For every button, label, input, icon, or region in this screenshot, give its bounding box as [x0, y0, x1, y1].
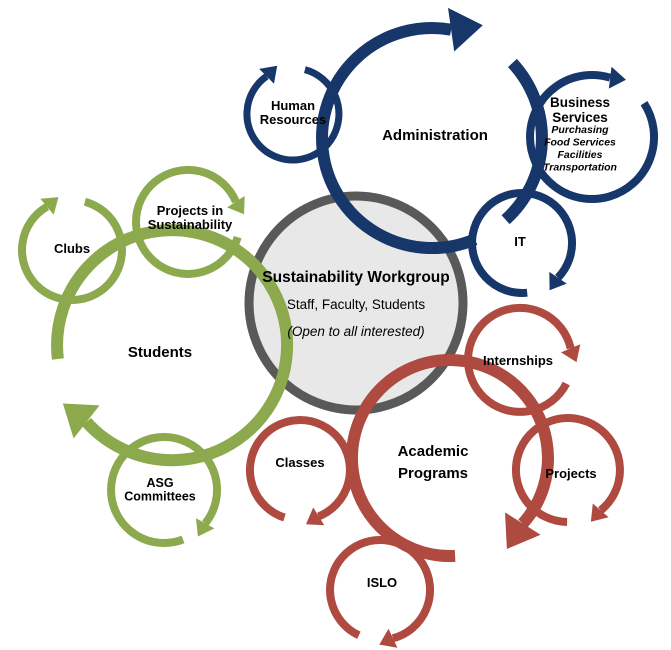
business-services-label-line: Services — [552, 110, 608, 125]
students-arc — [51, 224, 294, 467]
classes-circle-arrow — [245, 416, 354, 526]
academic-programs-label-line: Academic — [398, 443, 469, 460]
human-resources-circle-arrow — [243, 65, 343, 164]
human-resources-label-line: Resources — [260, 112, 326, 127]
center-title: Sustainability Workgroup — [262, 269, 449, 286]
islo-circle-arrow — [326, 536, 435, 648]
students-arrowhead — [62, 403, 100, 439]
islo-label: ISLO — [367, 575, 397, 590]
center-note: (Open to all interested) — [287, 324, 424, 339]
asg-committees-arrowhead — [196, 518, 215, 537]
academic-programs-circle-arrow — [346, 354, 554, 562]
business-services-sublabel-line: Purchasing — [551, 124, 609, 136]
asg-committees-label-line: Committees — [124, 490, 196, 504]
it-label-line: IT — [514, 234, 526, 249]
islo-arrowhead — [379, 628, 398, 648]
center-title-line: Sustainability Workgroup — [262, 269, 449, 286]
students-circle-arrow — [51, 224, 294, 467]
clubs-arc — [17, 197, 126, 304]
projects-arrowhead — [590, 503, 609, 522]
business-services-sublabel-line: Facilities — [558, 149, 603, 161]
clubs-label: Clubs — [54, 241, 90, 256]
asg-committees-arc — [107, 433, 222, 547]
internships-arc — [464, 303, 575, 416]
administration-arc — [501, 58, 548, 225]
projects-label: Projects — [545, 466, 596, 481]
asg-committees-circle-arrow — [107, 433, 222, 547]
it-circle-arrow — [468, 188, 576, 297]
classes-label: Classes — [275, 455, 324, 470]
classes-arc — [245, 416, 354, 522]
center-note-line: (Open to all interested) — [287, 324, 424, 339]
asg-committees-label-line: ASG — [146, 476, 173, 490]
students-label: Students — [128, 344, 192, 361]
projects-in-sustainability-label-line: Sustainability — [148, 217, 233, 232]
it-label: IT — [514, 234, 526, 249]
clubs-label-line: Clubs — [54, 241, 90, 256]
business-services-arc — [526, 71, 658, 203]
islo-arc — [326, 536, 435, 643]
business-services-arrowhead — [608, 66, 626, 89]
academic-programs-arc — [346, 354, 554, 562]
projects-in-sustainability-label-line: Projects in — [157, 203, 224, 218]
projects-in-sustainability-circle-arrow — [132, 165, 245, 278]
students-label-line: Students — [128, 344, 192, 361]
classes-label-line: Classes — [275, 455, 324, 470]
projects-in-sustainability-arrowhead — [227, 196, 245, 215]
clubs-circle-arrow — [17, 197, 126, 304]
human-resources-arrowhead — [259, 65, 278, 84]
it-arc — [468, 188, 576, 297]
center-subtitle-line: Staff, Faculty, Students — [287, 297, 426, 312]
human-resources-label-line: Human — [271, 98, 315, 113]
business-services-sublabel-line: Food Services — [544, 137, 616, 149]
projects-in-sustainability-arc — [132, 165, 242, 278]
business-services-circle-arrow — [526, 66, 658, 203]
clubs-arrowhead — [40, 197, 59, 215]
academic-programs-label-line: Programs — [398, 465, 468, 482]
business-services-label-line: Business — [550, 95, 610, 110]
business-services-sublabel-line: Transportation — [543, 162, 617, 174]
administration-label: Administration — [382, 127, 488, 144]
projects-label-line: Projects — [545, 466, 596, 481]
it-arrowhead — [549, 271, 567, 291]
administration-arrowhead — [448, 7, 483, 52]
internships-circle-arrow — [464, 303, 581, 416]
internships-label-line: Internships — [483, 353, 553, 368]
projects-circle-arrow — [511, 414, 624, 526]
projects-arc — [511, 414, 624, 526]
internships-label: Internships — [483, 353, 553, 368]
islo-label-line: ISLO — [367, 575, 397, 590]
human-resources-arc — [243, 66, 343, 164]
internships-arrowhead — [561, 344, 581, 363]
center-subtitle: Staff, Faculty, Students — [287, 297, 426, 312]
administration-label-line: Administration — [382, 127, 488, 144]
academic-programs-arrowhead — [505, 512, 541, 549]
classes-arrowhead — [306, 507, 325, 526]
